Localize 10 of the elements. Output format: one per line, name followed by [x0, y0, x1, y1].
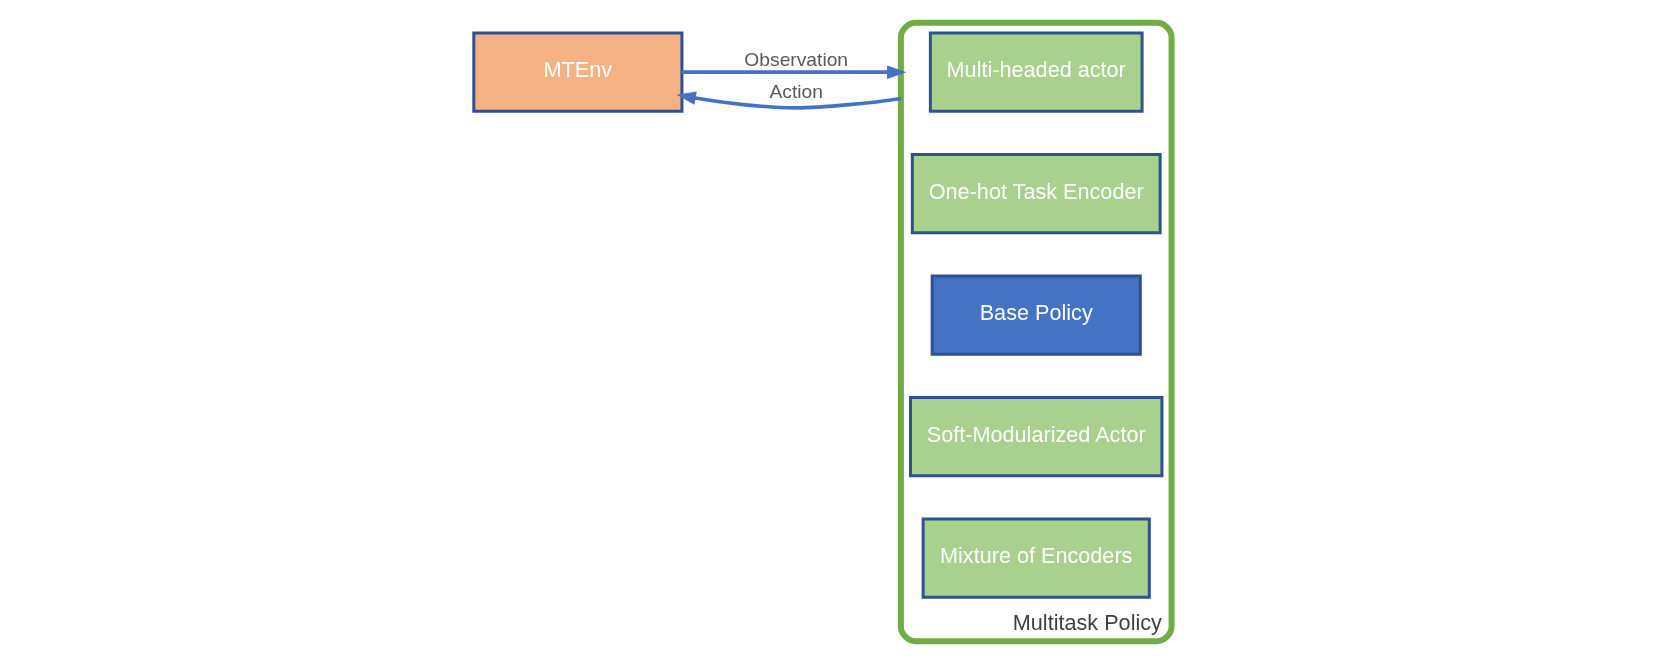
edge-label: Action: [768, 81, 823, 103]
node-box: Multi-headed actor: [928, 31, 1144, 113]
node-box: Soft-Modularized Actor: [908, 396, 1163, 478]
node-box: One-hot Task Encoder: [910, 153, 1162, 235]
arrow: [676, 91, 901, 110]
edge-label: Observation: [743, 48, 848, 70]
node-box: Mixture of Encoders: [921, 517, 1151, 599]
node-box: Base Policy: [930, 274, 1142, 356]
node-box: MTEnv: [471, 31, 683, 113]
arrow: [681, 65, 906, 79]
